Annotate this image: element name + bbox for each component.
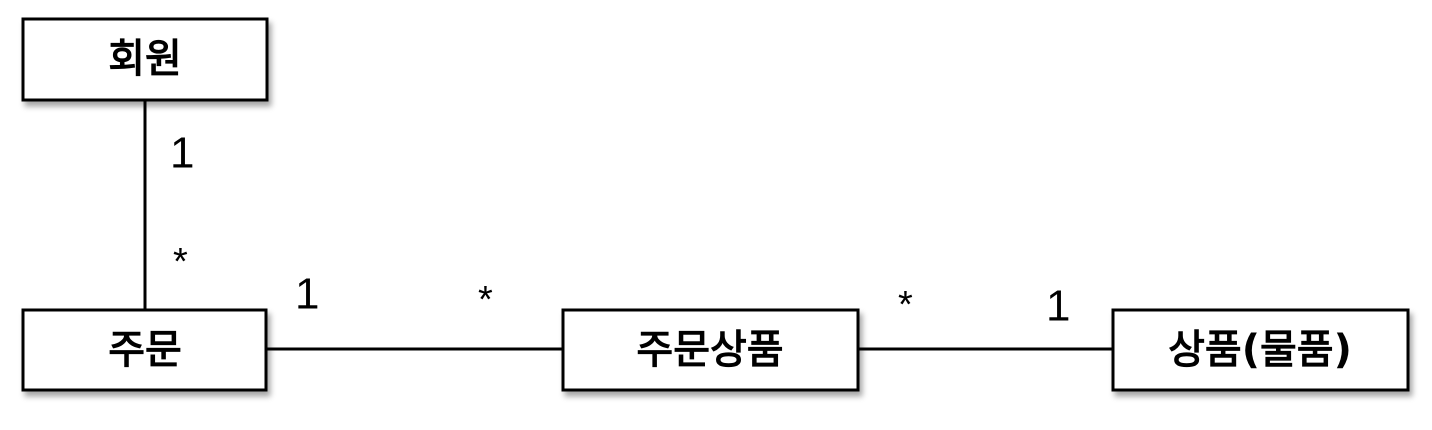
entity-member[interactable]: 회원 bbox=[21, 17, 269, 102]
entity-order-box bbox=[21, 308, 268, 392]
entity-order-item-box bbox=[561, 308, 860, 392]
entity-order-item[interactable]: 주문상품 bbox=[561, 308, 860, 392]
multiplicity-orderitem-many-from-order: * bbox=[478, 279, 493, 321]
entity-item-box bbox=[1111, 308, 1410, 392]
multiplicity-order-one: 1 bbox=[295, 270, 319, 319]
entity-item-label: 상품(물품) bbox=[1168, 327, 1352, 373]
entity-order-item-label: 주문상품 bbox=[636, 327, 783, 373]
entity-member-box bbox=[21, 17, 269, 102]
multiplicity-member-one: 1 bbox=[170, 129, 194, 178]
entity-order-label: 주문 bbox=[108, 327, 182, 373]
multiplicity-order-many-from-member: * bbox=[173, 241, 188, 283]
multiplicity-orderitem-many-to-item: * bbox=[898, 284, 913, 326]
multiplicity-item-one: 1 bbox=[1046, 282, 1070, 331]
entity-item[interactable]: 상품(물품) bbox=[1111, 308, 1410, 392]
entity-member-label: 회원 bbox=[108, 36, 182, 82]
entity-order[interactable]: 주문 bbox=[21, 308, 268, 392]
